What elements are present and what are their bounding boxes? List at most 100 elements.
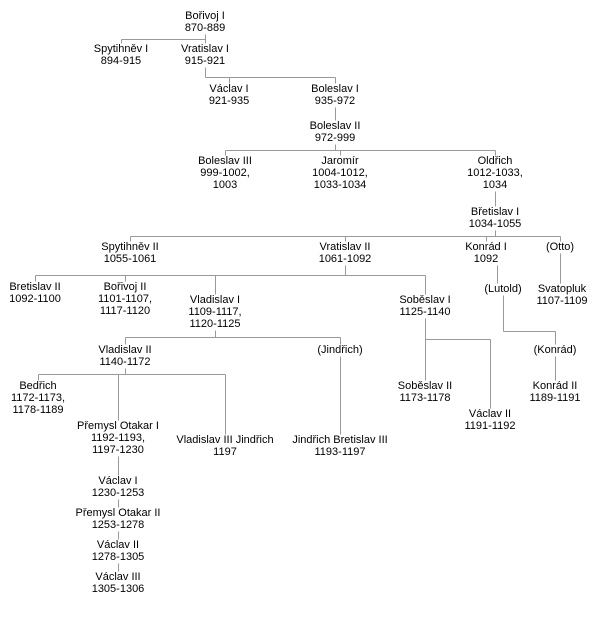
person-dates: 1092-1100 bbox=[9, 293, 61, 305]
person-dates: 1178-1189 bbox=[12, 404, 64, 416]
person-name: Soběslav I bbox=[399, 294, 451, 306]
person-name: Vladislav II bbox=[98, 344, 152, 356]
person-dates: 1055-1061 bbox=[103, 253, 157, 265]
person-dates: 1189-1191 bbox=[529, 392, 581, 404]
person-dates: 1117-1120 bbox=[99, 305, 151, 317]
person-dates: 972-999 bbox=[314, 132, 356, 144]
person-dates: 1004-1012, bbox=[312, 167, 368, 179]
person-name: Václav III bbox=[95, 571, 141, 583]
person-name: (Otto) bbox=[545, 241, 575, 253]
person-name: Svatopluk bbox=[537, 283, 587, 295]
person-name: Vladislav I bbox=[189, 294, 241, 306]
person-name: Jaromír bbox=[321, 155, 359, 167]
person-node-otto: (Otto) bbox=[546, 241, 574, 253]
person-dates: 1101-1107, bbox=[97, 293, 153, 305]
person-dates: 1033-1034 bbox=[313, 179, 367, 191]
person-dates: 999-1002, bbox=[200, 167, 250, 179]
person-dates: 1192-1193, bbox=[90, 432, 146, 444]
person-dates: 921-935 bbox=[208, 95, 250, 107]
person-name: (Lutold) bbox=[484, 283, 522, 295]
person-name: Václav I bbox=[209, 83, 249, 95]
person-dates: 1191-1192 bbox=[464, 420, 516, 432]
person-dates: 1278-1305 bbox=[91, 551, 145, 563]
person-name: Boleslav II bbox=[309, 120, 361, 132]
person-dates: 1230-1253 bbox=[91, 487, 145, 499]
person-dates: 1107-1109 bbox=[536, 295, 588, 307]
person-name: Konrád I bbox=[465, 241, 507, 253]
person-dates: 915-921 bbox=[184, 55, 226, 67]
person-name: Přemysl Otakar I bbox=[77, 420, 159, 432]
person-node-jindrich: (Jindřich) bbox=[317, 344, 362, 356]
person-name: Spytihněv I bbox=[93, 43, 149, 55]
person-dates: 1034 bbox=[482, 179, 508, 191]
person-name: Václav II bbox=[96, 539, 140, 551]
person-dates: 1034-1055 bbox=[468, 218, 522, 230]
person-name: Oldřich bbox=[477, 155, 513, 167]
person-dates: 1061-1092 bbox=[318, 253, 372, 265]
person-name: Konrád II bbox=[532, 380, 578, 392]
person-dates: 1253-1278 bbox=[91, 519, 145, 531]
person-dates: 1012-1033, bbox=[467, 167, 523, 179]
person-dates: 870-889 bbox=[184, 22, 226, 34]
person-dates: 1140-1172 bbox=[99, 356, 151, 368]
person-dates: 1172-1173, bbox=[10, 392, 66, 404]
person-name: Bedřich bbox=[19, 380, 57, 392]
person-dates: 1003 bbox=[212, 179, 238, 191]
person-name: Bořivoj II bbox=[103, 281, 147, 293]
person-name: Břetislav I bbox=[470, 206, 520, 218]
person-dates: 1197-1230 bbox=[92, 444, 144, 456]
person-name: Vratislav I bbox=[181, 43, 229, 55]
person-name: Bretislav II bbox=[9, 281, 61, 293]
person-name: Bořivoj I bbox=[185, 10, 225, 22]
person-dates: 935-972 bbox=[314, 95, 356, 107]
person-name: Vratislav II bbox=[319, 241, 371, 253]
person-name: Přemysl Otakar II bbox=[75, 507, 161, 519]
person-name: (Konrád) bbox=[533, 344, 577, 356]
person-dates: 894-915 bbox=[100, 55, 142, 67]
person-dates: 1109-1117, bbox=[188, 306, 242, 318]
person-dates: 1092 bbox=[473, 253, 499, 265]
person-dates: 1125-1140 bbox=[399, 306, 451, 318]
person-dates: 1197 bbox=[213, 446, 237, 458]
person-dates: 1173-1178 bbox=[399, 392, 451, 404]
person-name: Soběslav II bbox=[397, 380, 453, 392]
person-node-lutold: (Lutold) bbox=[484, 283, 521, 295]
person-name: Spytihněv II bbox=[101, 241, 159, 253]
person-dates: 1120-1125 bbox=[189, 318, 241, 330]
person-dates: 1193-1197 bbox=[314, 446, 366, 458]
person-name: Boleslav III bbox=[198, 155, 252, 167]
person-dates: 1305-1306 bbox=[91, 583, 145, 595]
person-name: Boleslav I bbox=[311, 83, 359, 95]
